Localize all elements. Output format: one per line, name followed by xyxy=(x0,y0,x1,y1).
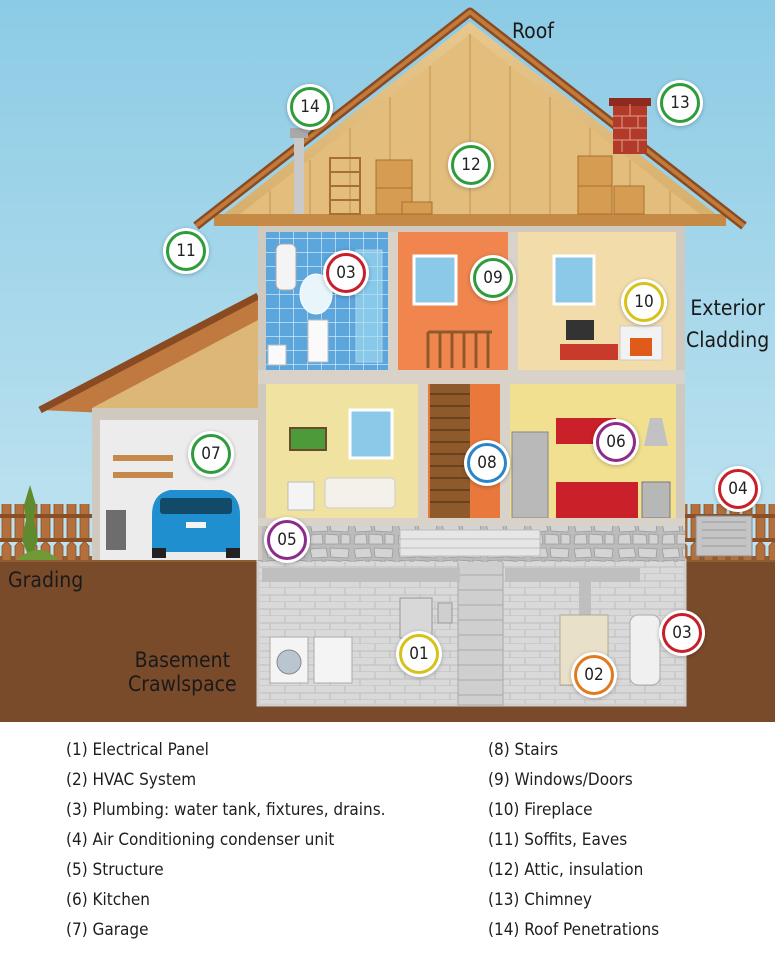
legend-item-1: (1) Electrical Panel xyxy=(66,740,209,760)
grading-label: Grading xyxy=(8,568,84,592)
badge-09: 09 xyxy=(473,258,513,298)
badge-02: 02 xyxy=(574,655,614,695)
basement-line1: Basement xyxy=(134,648,231,672)
badge-01: 01 xyxy=(399,634,439,674)
badge-03-water-heater-number: 03 xyxy=(672,623,692,643)
badge-12: 12 xyxy=(451,145,491,185)
exterior-cladding-label: Exterior Cladding xyxy=(686,292,769,356)
badge-06-number: 06 xyxy=(606,432,626,452)
legend-item-8: (8) Stairs xyxy=(488,740,559,760)
badge-05: 05 xyxy=(267,520,307,560)
badge-04-number: 04 xyxy=(728,479,748,499)
basement-line2: Crawlspace xyxy=(128,672,237,696)
badge-06: 06 xyxy=(596,422,636,462)
badge-09-number: 09 xyxy=(483,268,503,288)
legend-item-12: (12) Attic, insulation xyxy=(488,860,644,880)
legend-item-7: (7) Garage xyxy=(66,920,149,940)
badge-10-number: 10 xyxy=(634,292,654,312)
badge-07: 07 xyxy=(191,434,231,474)
exterior-cladding-line2: Cladding xyxy=(686,328,770,352)
roof-label: Roof xyxy=(512,19,554,43)
badge-03-water-heater: 03 xyxy=(662,613,702,653)
legend-item-13: (13) Chimney xyxy=(488,890,592,910)
legend-item-14: (14) Roof Penetrations xyxy=(488,920,660,940)
exterior-cladding-line1: Exterior xyxy=(690,296,765,320)
legend-item-4: (4) Air Conditioning condenser unit xyxy=(66,830,335,850)
badge-02-number: 02 xyxy=(584,665,604,685)
badge-03-bathroom: 03 xyxy=(326,253,366,293)
badge-14-number: 14 xyxy=(300,97,320,117)
basement-crawlspace-label: Basement Crawlspace xyxy=(128,648,237,696)
badge-11: 11 xyxy=(166,231,206,271)
badge-08-number: 08 xyxy=(477,453,497,473)
badge-12-number: 12 xyxy=(461,155,481,175)
badge-13: 13 xyxy=(660,83,700,123)
badge-07-number: 07 xyxy=(201,444,221,464)
badge-11-number: 11 xyxy=(176,241,196,261)
legend-item-5: (5) Structure xyxy=(66,860,164,880)
legend-item-11: (11) Soffits, Eaves xyxy=(488,830,628,850)
badge-04: 04 xyxy=(718,469,758,509)
badge-05-number: 05 xyxy=(277,530,297,550)
badge-13-number: 13 xyxy=(670,93,690,113)
legend-item-2: (2) HVAC System xyxy=(66,770,197,790)
legend-item-9: (9) Windows/Doors xyxy=(488,770,633,790)
legend-item-3: (3) Plumbing: water tank, fixtures, drai… xyxy=(66,800,386,820)
badge-08: 08 xyxy=(467,443,507,483)
badge-03-bathroom-number: 03 xyxy=(336,263,356,283)
badge-10: 10 xyxy=(624,282,664,322)
legend-item-10: (10) Fireplace xyxy=(488,800,593,820)
legend-item-6: (6) Kitchen xyxy=(66,890,151,910)
badge-14: 14 xyxy=(290,87,330,127)
house-illustration xyxy=(0,0,775,722)
badge-01-number: 01 xyxy=(409,644,429,664)
